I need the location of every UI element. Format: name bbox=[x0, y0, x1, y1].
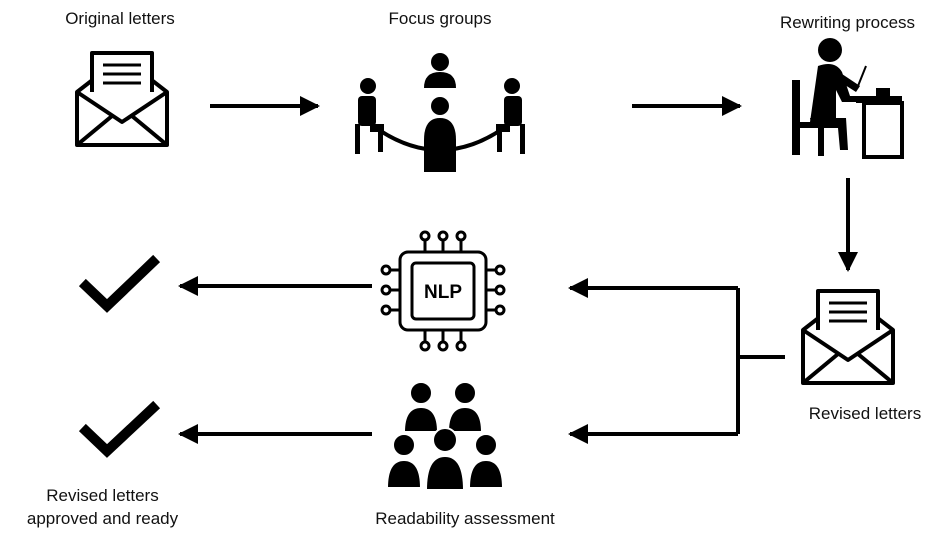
label-focus-groups: Focus groups bbox=[388, 9, 492, 28]
label-revised-letters: Revised letters bbox=[808, 404, 922, 423]
label-rewriting-process: Rewriting process bbox=[779, 13, 916, 32]
people-group-icon bbox=[385, 381, 505, 491]
envelope-letter-icon bbox=[801, 289, 895, 385]
nlp-chip-icon bbox=[380, 230, 506, 352]
label-original-letters: Original letters bbox=[65, 9, 175, 28]
label-readability-assessment: Readability assessment bbox=[375, 509, 555, 528]
person-writing-at-desk-icon bbox=[792, 38, 904, 159]
label-revised-approved-line2: approved and ready bbox=[26, 509, 179, 528]
checkmark-icon bbox=[78, 400, 161, 458]
split-connector bbox=[568, 278, 785, 444]
label-revised-approved-line1: Revised letters bbox=[46, 486, 159, 505]
envelope-letter-icon bbox=[75, 51, 169, 147]
meeting-table-icon bbox=[355, 53, 525, 172]
checkmark-icon bbox=[78, 254, 161, 313]
nlp-chip-text: NLP bbox=[424, 282, 462, 303]
